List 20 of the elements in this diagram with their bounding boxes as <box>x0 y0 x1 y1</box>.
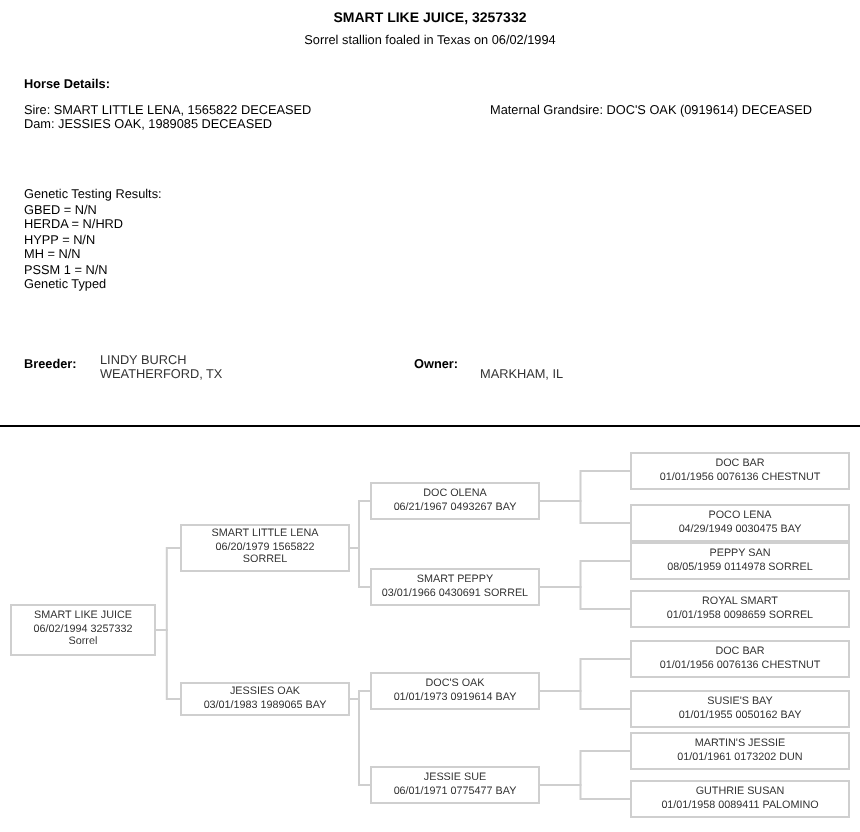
pedigree-box <box>630 590 850 628</box>
pedigree-box <box>630 542 850 580</box>
pedigree-box <box>370 766 540 804</box>
pedigree-box <box>10 604 156 656</box>
pedigree-box <box>630 690 850 728</box>
pedigree-connector <box>155 629 181 700</box>
pedigree-connector <box>349 547 371 588</box>
pedigree-box <box>370 568 540 606</box>
pedigree-box <box>630 732 850 770</box>
pedigree-box <box>370 482 540 520</box>
pedigree-connector <box>349 698 371 786</box>
pedigree-box <box>630 504 850 542</box>
pedigree-connector <box>539 690 631 710</box>
pedigree-connector <box>539 784 631 800</box>
pedigree-box <box>630 780 850 818</box>
pedigree-box <box>630 640 850 678</box>
pedigree-box <box>630 452 850 490</box>
pedigree-box <box>370 672 540 710</box>
pedigree-box <box>180 682 350 716</box>
pedigree-box <box>180 524 350 572</box>
